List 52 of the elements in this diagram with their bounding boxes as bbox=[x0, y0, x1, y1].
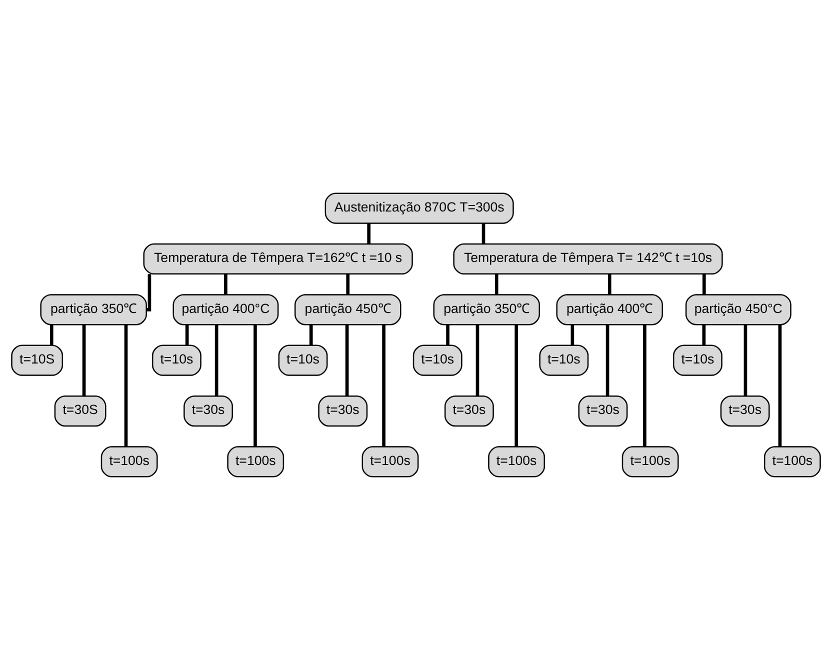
node-box: Temperatura de Têmpera T=162℃ t =10 s bbox=[143, 242, 413, 274]
connector bbox=[82, 324, 86, 396]
node-box: t=10s bbox=[539, 344, 589, 376]
connector bbox=[50, 324, 54, 345]
node-box: t=10S bbox=[11, 344, 64, 376]
node-box: t=30S bbox=[54, 394, 106, 426]
connector bbox=[476, 324, 480, 396]
node-box: t=100s bbox=[622, 446, 679, 477]
connector bbox=[346, 274, 350, 294]
node-box: t=30s bbox=[184, 394, 233, 426]
connector bbox=[482, 222, 486, 244]
node-box: t=10s bbox=[412, 344, 462, 376]
connector bbox=[643, 324, 646, 446]
connector bbox=[224, 274, 228, 294]
node-box: Temperatura de Têmpera T= 142℃ t =10s bbox=[453, 242, 723, 274]
node-box: t=100s bbox=[488, 446, 545, 477]
connector bbox=[494, 274, 498, 294]
node-box: t=30s bbox=[318, 394, 368, 426]
connector bbox=[367, 222, 370, 244]
node-box: t=100s bbox=[362, 446, 419, 477]
connector bbox=[778, 324, 782, 446]
node-box: partição 350℃ bbox=[433, 294, 540, 325]
node-box: t=10s bbox=[672, 344, 722, 376]
node-box: t=30s bbox=[444, 394, 494, 426]
node-box: partição 350℃ bbox=[40, 294, 147, 325]
node-box: t=10s bbox=[278, 344, 328, 376]
connector bbox=[606, 324, 610, 396]
connector bbox=[254, 324, 257, 446]
connector bbox=[185, 324, 189, 345]
node-box: t=100s bbox=[227, 446, 284, 477]
connector bbox=[446, 324, 450, 345]
connector bbox=[382, 324, 386, 446]
node-box: partição 400℃ bbox=[556, 294, 663, 325]
connector bbox=[124, 324, 128, 446]
connector bbox=[309, 324, 313, 345]
node-box: t=30s bbox=[720, 394, 770, 426]
node-box: partição 400°C bbox=[172, 294, 279, 325]
connector bbox=[744, 324, 748, 396]
connector bbox=[514, 324, 518, 446]
connector bbox=[702, 274, 706, 294]
connector bbox=[608, 274, 612, 294]
node-box: partição 450°C bbox=[685, 294, 792, 325]
node-box: t=100s bbox=[764, 446, 821, 477]
node-box: Austenitização 870C T=300s bbox=[324, 192, 514, 224]
node-box: t=30s bbox=[578, 394, 628, 426]
connector bbox=[345, 324, 349, 396]
connector bbox=[214, 324, 218, 396]
node-box: t=100s bbox=[100, 446, 158, 477]
connector bbox=[570, 324, 574, 345]
node-box: partição 450℃ bbox=[294, 294, 402, 325]
connector bbox=[702, 324, 706, 345]
node-box: t=10s bbox=[152, 344, 202, 376]
